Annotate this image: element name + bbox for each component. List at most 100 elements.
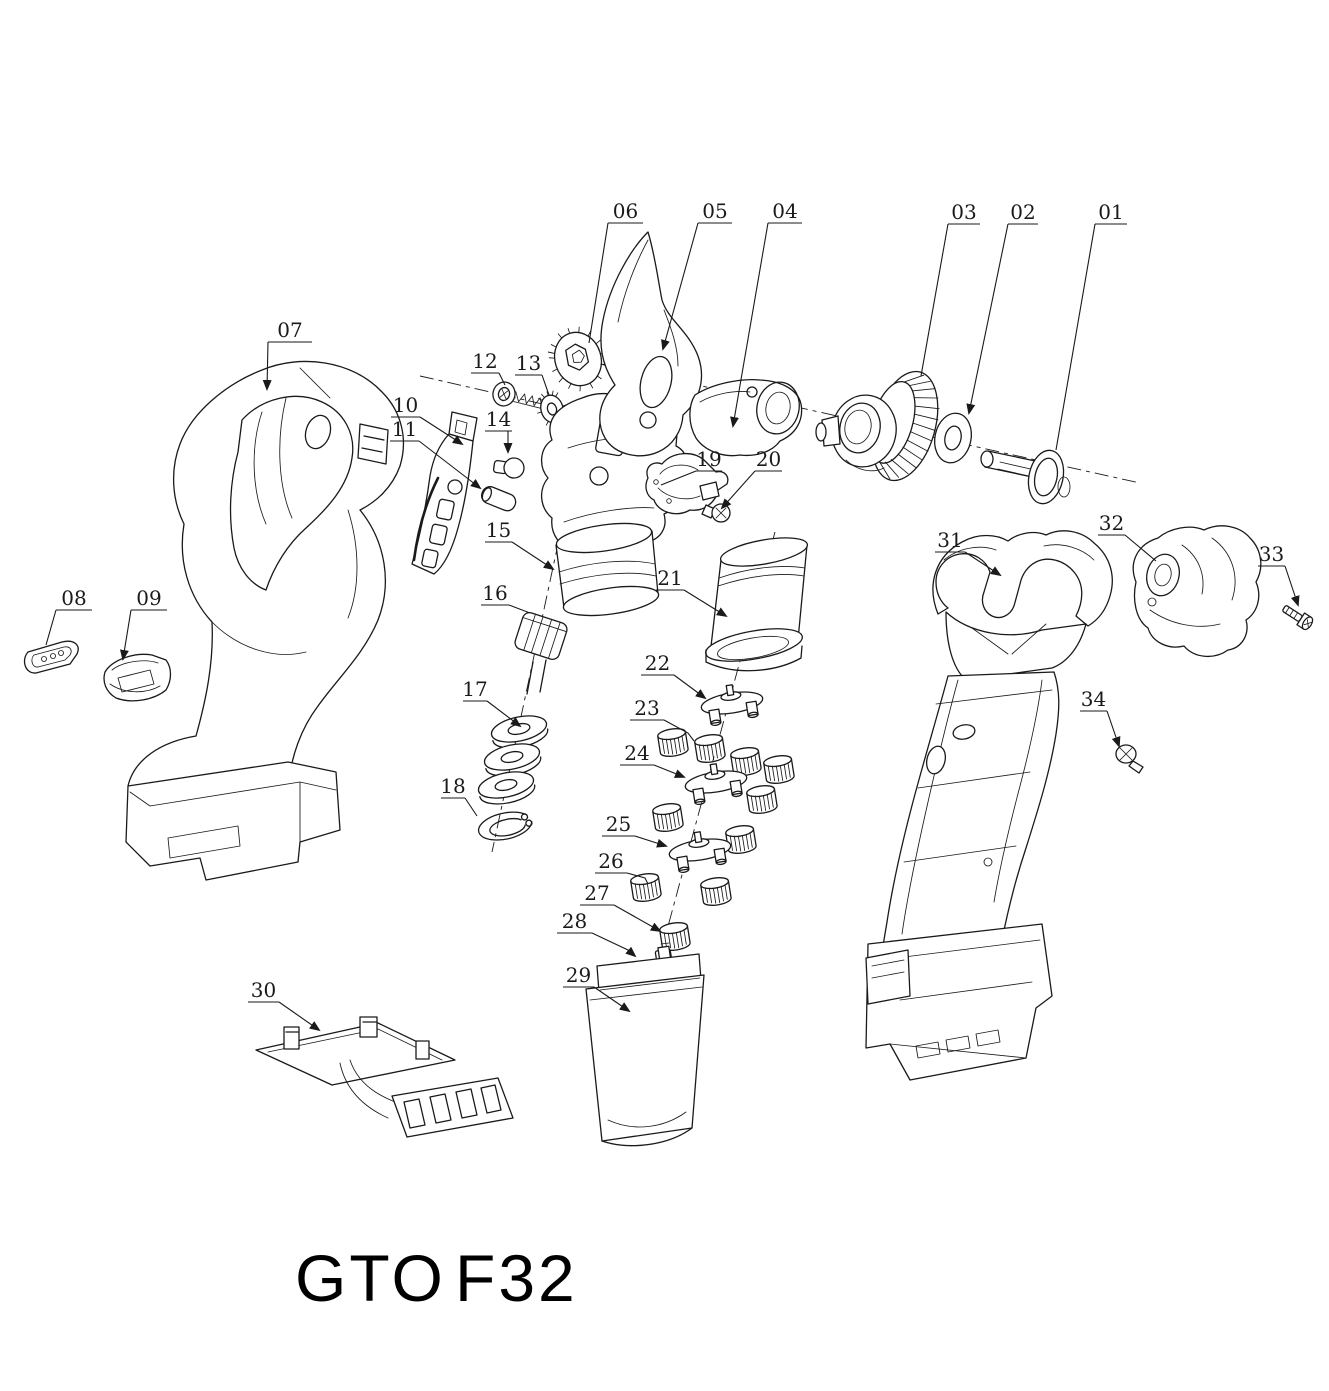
part-06-drive-gear bbox=[548, 326, 607, 392]
part-number-label: 24 bbox=[624, 741, 649, 765]
part-number-label: 23 bbox=[634, 696, 659, 720]
part-number-label: 25 bbox=[606, 812, 631, 836]
callout-09: 09 bbox=[120, 586, 167, 661]
callout-12: 12 bbox=[471, 349, 506, 386]
leader-line bbox=[278, 1001, 321, 1032]
callout-24: 24 bbox=[620, 741, 686, 778]
planetary-axis bbox=[647, 531, 776, 1001]
part-number-label: 12 bbox=[472, 349, 497, 373]
part-11-pin bbox=[481, 486, 517, 512]
leader-line bbox=[634, 835, 668, 848]
callout-32: 32 bbox=[1098, 511, 1157, 562]
part-33-bolt bbox=[1282, 605, 1314, 631]
part-08-cover-plate bbox=[23, 640, 79, 674]
callout-29: 29 bbox=[563, 963, 631, 1013]
callout-18: 18 bbox=[440, 774, 478, 817]
leader-line bbox=[1055, 223, 1096, 451]
leader-line bbox=[966, 223, 1009, 415]
leader-line bbox=[730, 222, 769, 428]
title-block: GTO F32 bbox=[295, 1241, 578, 1315]
callout-01: 01 bbox=[1055, 200, 1127, 451]
leader-line bbox=[663, 719, 695, 742]
leader-line bbox=[262, 341, 272, 391]
part-number-label: 32 bbox=[1099, 511, 1124, 535]
callout-06: 06 bbox=[588, 199, 643, 344]
leader-line bbox=[511, 541, 555, 571]
variant-title: F32 bbox=[455, 1241, 578, 1315]
part-number-label: 19 bbox=[696, 447, 721, 471]
callout-11: 11 bbox=[390, 417, 482, 490]
part-16-shaft-lines bbox=[526, 659, 547, 695]
leader-line bbox=[486, 700, 522, 728]
leader-line bbox=[920, 223, 949, 377]
part-number-label: 01 bbox=[1098, 200, 1123, 224]
callout-08: 08 bbox=[45, 586, 92, 646]
callout-25: 25 bbox=[602, 812, 668, 848]
leader-line bbox=[464, 797, 478, 817]
leader-line bbox=[120, 609, 132, 661]
part-01-output-shaft bbox=[980, 449, 1071, 505]
callout-30: 30 bbox=[248, 978, 321, 1032]
callout-02: 02 bbox=[966, 200, 1038, 415]
leader-line bbox=[1106, 710, 1121, 748]
leader-line bbox=[964, 551, 1002, 577]
part-32-head-cover bbox=[1132, 525, 1262, 657]
leader-line bbox=[1284, 565, 1300, 607]
part-number-label: 03 bbox=[951, 200, 976, 224]
callout-27: 27 bbox=[580, 881, 662, 932]
callout-15: 15 bbox=[485, 518, 555, 571]
leader-line bbox=[498, 372, 506, 386]
part-number-label: 14 bbox=[486, 407, 511, 431]
part-number-label: 30 bbox=[251, 978, 276, 1002]
part-05-blade bbox=[599, 231, 703, 457]
callout-13: 13 bbox=[515, 351, 550, 396]
leader-line bbox=[720, 470, 756, 510]
callout-19: 19 bbox=[660, 447, 722, 486]
callout-33: 33 bbox=[1258, 542, 1300, 607]
screw-axis bbox=[419, 375, 561, 409]
leader-line bbox=[508, 604, 531, 614]
leader-line bbox=[419, 416, 464, 446]
part-25-planet-carrier bbox=[665, 826, 735, 875]
part-29-motor bbox=[585, 945, 705, 1147]
leader-line bbox=[588, 222, 609, 344]
part-number-label: 11 bbox=[392, 417, 417, 441]
callout-05: 05 bbox=[661, 199, 732, 351]
leader-line bbox=[673, 674, 707, 700]
leader-line bbox=[591, 932, 637, 958]
part-02-washer bbox=[933, 412, 973, 464]
leader-line bbox=[660, 470, 697, 486]
callout-28: 28 bbox=[557, 909, 637, 958]
part-number-label: 28 bbox=[562, 909, 587, 933]
callout-26: 26 bbox=[595, 849, 649, 885]
part-04-cam-link bbox=[689, 378, 803, 457]
part-number-label: 04 bbox=[772, 199, 797, 223]
part-22-planet-carrier bbox=[697, 679, 767, 728]
part-number-label: 02 bbox=[1010, 200, 1035, 224]
part-number-label: 07 bbox=[277, 318, 302, 342]
part-30-pcb bbox=[255, 1016, 514, 1138]
part-15-gear-head-housing bbox=[541, 393, 687, 617]
part-number-label: 10 bbox=[393, 393, 418, 417]
part-07-left-housing bbox=[125, 360, 405, 881]
leader-line bbox=[683, 589, 728, 618]
part-number-label: 06 bbox=[613, 199, 638, 223]
part-number-label: 20 bbox=[756, 447, 781, 471]
callout-16: 16 bbox=[481, 581, 531, 614]
leader-line bbox=[613, 904, 662, 932]
callout-14: 14 bbox=[485, 407, 513, 454]
part-18-snap-ring bbox=[477, 811, 533, 841]
part-31-right-housing bbox=[865, 530, 1113, 1081]
part-14-detent-ball bbox=[492, 457, 525, 479]
part-16-coupling bbox=[514, 611, 568, 661]
leader-line bbox=[1124, 534, 1157, 562]
callout-17: 17 bbox=[462, 677, 522, 728]
leader-line bbox=[661, 222, 699, 351]
leader-line bbox=[626, 872, 649, 885]
part-number-label: 17 bbox=[462, 677, 487, 701]
leader-line bbox=[45, 609, 57, 646]
part-19-saddle-cover bbox=[645, 453, 729, 515]
model-title: GTO bbox=[295, 1241, 446, 1315]
callout-04: 04 bbox=[730, 199, 802, 428]
